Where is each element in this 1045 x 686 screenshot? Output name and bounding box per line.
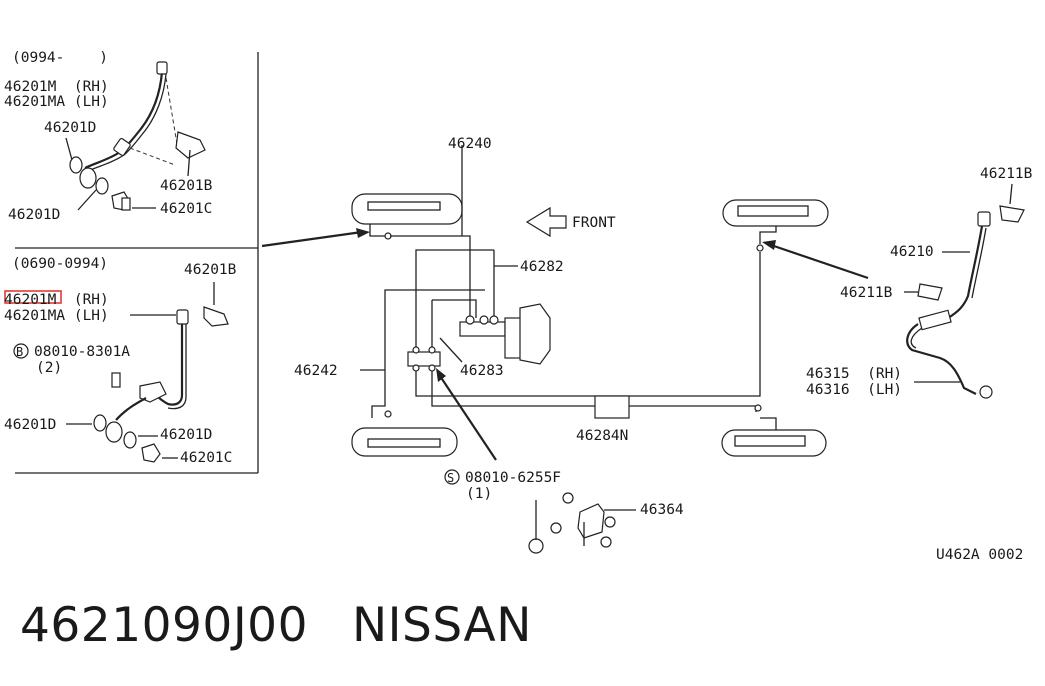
label-46315-rh: 46315 (RH): [806, 366, 902, 382]
label-bolt-b: 08010-8301A: [34, 344, 130, 360]
label-46201b-top: 46201B: [160, 178, 213, 194]
circle-b-letter: B: [16, 345, 23, 359]
label-46316-lh: 46316 (LH): [806, 382, 902, 398]
label-46201d-top-a: 46201D: [44, 120, 96, 136]
hose-assembly-top: [65, 61, 206, 211]
part-number: 4621090J00: [20, 598, 308, 653]
label-46282: 46282: [520, 259, 564, 275]
label-46211b-top: 46211B: [980, 166, 1033, 182]
label-bolt-s-qty: (1): [466, 486, 492, 502]
rear-hose-assembly: [904, 183, 1025, 399]
label-46201d-low-b: 46201D: [160, 427, 212, 443]
highlight-box: [4, 290, 62, 304]
bracket-hardware: [528, 492, 636, 554]
hose-assembly-lower: [4, 282, 229, 463]
label-46284n: 46284N: [576, 428, 628, 444]
circle-b-marker: [13, 343, 29, 359]
label-46201b-low: 46201B: [184, 262, 237, 278]
brake-piping-layout: [261, 145, 869, 461]
label-46201c-low: 46201C: [180, 450, 232, 466]
label-46201ma-low: 46201MA (LH): [4, 308, 109, 324]
label-46364: 46364: [640, 502, 684, 518]
left-panel-frame: [15, 52, 259, 474]
label-46201d-top-b: 46201D: [8, 207, 60, 223]
label-46283: 46283: [460, 363, 504, 379]
label-46201ma-top: 46201MA (LH): [4, 94, 109, 110]
callout-labels: (0994- ) 46201M (RH) 46201MA (LH) 46201D…: [4, 50, 1033, 563]
label-46242: 46242: [294, 363, 338, 379]
circle-s-marker: [444, 469, 460, 485]
label-bolt-b-qty: (2): [36, 360, 62, 376]
part-footer: 4621090J00 NISSAN: [20, 598, 576, 653]
label-46201d-low-a: 46201D: [4, 417, 56, 433]
circle-s-letter: S: [447, 471, 454, 485]
label-46201m-top: 46201M (RH): [4, 79, 109, 95]
label-46201m-low: 46201M (RH): [4, 292, 109, 308]
label-diagram-code: U462A 0002: [936, 547, 1023, 563]
label-front: FRONT: [572, 215, 616, 231]
label-date-range-a: (0994- ): [12, 50, 108, 66]
brand-name: NISSAN: [352, 598, 532, 653]
label-46211b-mid: 46211B: [840, 285, 893, 301]
label-bolt-s: 08010-6255F: [465, 470, 561, 486]
label-46210: 46210: [890, 244, 934, 260]
label-date-range-b: (0690-0994): [12, 256, 108, 272]
label-46240: 46240: [448, 136, 492, 152]
label-46201c-top: 46201C: [160, 201, 212, 217]
